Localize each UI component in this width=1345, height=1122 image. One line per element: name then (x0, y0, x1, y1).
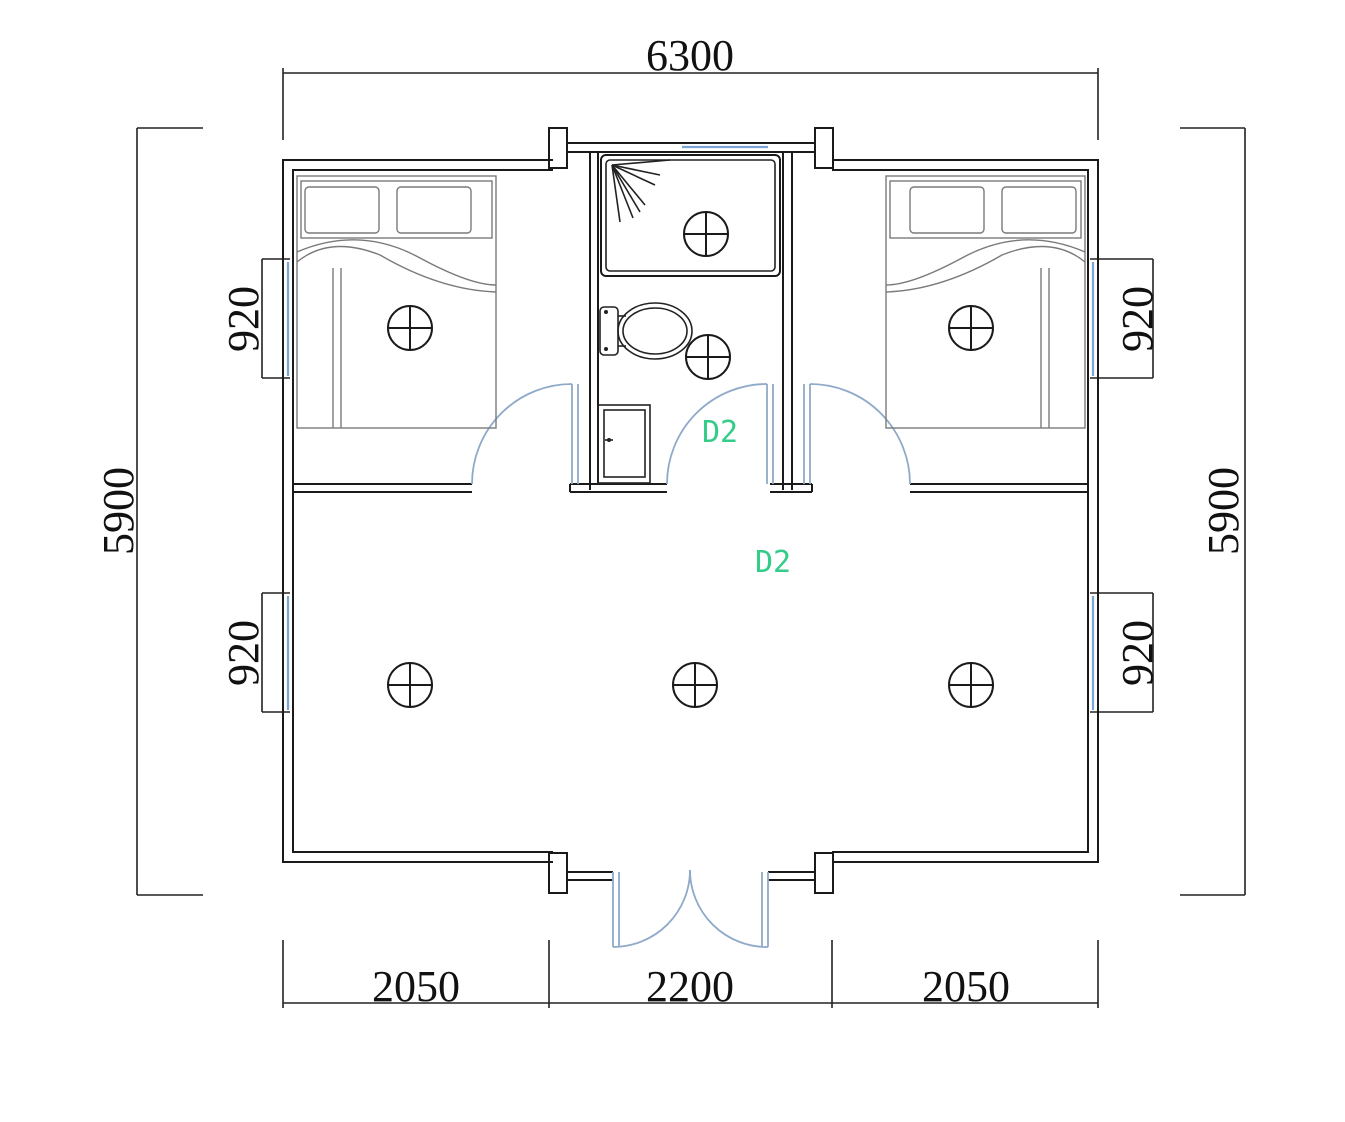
window-dimension-left-lower: 920 (219, 592, 290, 713)
toilet-icon (599, 302, 693, 360)
dimension-bottom-middle-label: 2200 (646, 962, 734, 1011)
dimension-top: 6300 (282, 31, 1099, 140)
door-tag-right-bedroom: D2 (755, 545, 791, 580)
window-dimension-right-lower-label: 920 (1113, 620, 1162, 686)
circle-cross-icon (948, 305, 994, 351)
shower-head-icon (600, 154, 781, 277)
dimension-left-label: 5900 (94, 467, 143, 555)
door-right-bedroom (803, 383, 911, 485)
circle-cross-icon (683, 211, 729, 257)
window-dimension-left-upper-label: 920 (219, 286, 268, 352)
dimension-bottom-left-label: 2050 (372, 962, 460, 1011)
outer-walls (282, 127, 1099, 894)
sink-icon (597, 404, 651, 484)
dimension-right: 5900 (1180, 127, 1248, 896)
circle-cross-icon (685, 334, 731, 380)
dimension-left: 5900 (94, 127, 203, 896)
dimension-right-label: 5900 (1199, 467, 1248, 555)
dimension-bottom-right-label: 2050 (922, 962, 1010, 1011)
doors (471, 383, 911, 948)
window-dimension-right-lower: 920 (1090, 592, 1162, 713)
circle-cross-icon (672, 662, 718, 708)
light-fixtures (387, 211, 994, 708)
door-tag-bathroom: D2 (702, 415, 738, 450)
double-bed-icon (885, 175, 1086, 429)
window-dimension-right-upper-label: 920 (1113, 286, 1162, 352)
window-dimension-left-lower-label: 920 (219, 620, 268, 686)
circle-cross-icon (387, 662, 433, 708)
door-bathroom (666, 383, 774, 485)
circle-cross-icon (387, 305, 433, 351)
dimension-bottom: 2050 2200 2050 (282, 940, 1099, 1011)
double-bed-icon (296, 175, 497, 429)
windows (286, 145, 1095, 710)
dimension-top-label: 6300 (646, 31, 734, 80)
door-main-entrance (612, 869, 769, 948)
window-dimension-right-upper: 920 (1090, 258, 1162, 379)
door-left-bedroom (471, 383, 579, 485)
window-dimension-left-upper: 920 (219, 258, 290, 379)
circle-cross-icon (948, 662, 994, 708)
